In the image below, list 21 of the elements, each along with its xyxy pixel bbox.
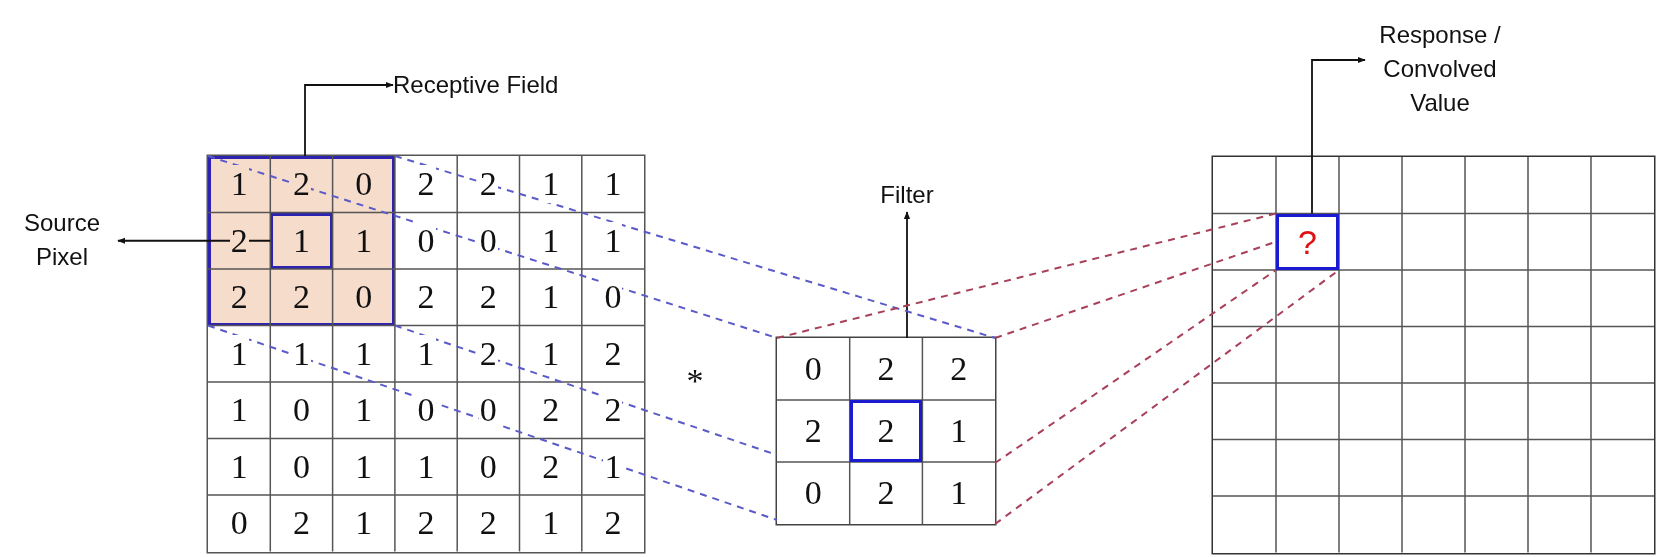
filter-matrix <box>777 338 996 524</box>
callout-label: Source Pixel <box>6 206 118 274</box>
filter-center-highlight <box>849 400 923 462</box>
arrow <box>903 211 911 339</box>
projection-line <box>207 324 778 521</box>
projection-line <box>994 269 1277 464</box>
convolution-operator: * <box>685 366 705 396</box>
projection-line <box>393 324 778 456</box>
arrow <box>304 81 394 157</box>
callout-label: Receptive Field <box>393 68 559 102</box>
arrow <box>1311 56 1366 215</box>
callout-label: Response / Convolved Value <box>1365 18 1515 120</box>
question-mark: ? <box>1298 224 1317 259</box>
output-matrix <box>1213 157 1654 553</box>
projection-line <box>393 155 997 339</box>
projection-line <box>776 212 1277 339</box>
source-pixel-highlight <box>270 212 333 269</box>
input-matrix <box>208 156 645 552</box>
callout-label: Filter <box>857 178 957 212</box>
arrow <box>117 237 272 244</box>
output-cell <box>1276 213 1339 270</box>
